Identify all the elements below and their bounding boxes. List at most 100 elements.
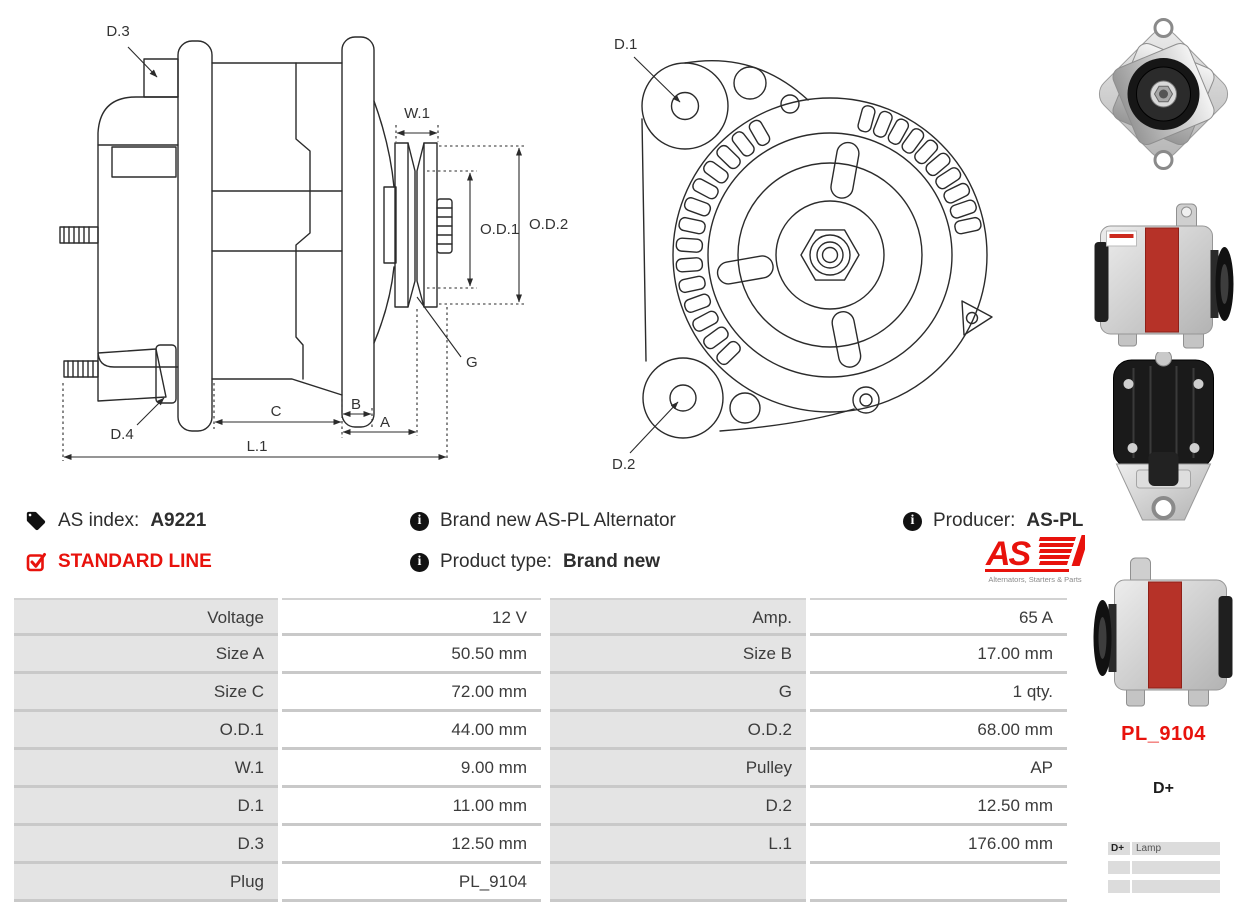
spec-value-cell: 176.00 mm	[810, 826, 1067, 864]
spec-value-cell: PL_9104	[282, 864, 541, 902]
plug-code: PL_9104	[1121, 723, 1206, 745]
checkbox-checked-icon	[26, 553, 46, 572]
spec-row: Voltage 12 V Amp. 65 A	[14, 598, 1067, 636]
stator-band-red	[1145, 227, 1179, 333]
stator-band-red	[1148, 581, 1182, 689]
spec-table: Voltage 12 V Amp. 65 A Size A 50.50 mm S…	[14, 598, 1067, 902]
dim-label-w1: W.1	[404, 105, 430, 122]
terminal-legend-table: D+ Lamp	[1108, 842, 1222, 899]
spec-row: O.D.1 44.00 mm O.D.2 68.00 mm	[14, 712, 1067, 750]
spec-label-cell: O.D.2	[550, 712, 806, 750]
dim-label-d1: D.1	[614, 36, 637, 53]
producer-label: Producer:	[933, 510, 1016, 531]
dim-label-l1: L.1	[247, 438, 268, 455]
info-icon: i	[410, 511, 429, 531]
mount-ear-right	[852, 300, 993, 414]
rear-connector	[1148, 452, 1179, 486]
legend-terminal-cell	[1108, 861, 1130, 874]
spec-label-cell: Size B	[550, 636, 806, 674]
logo-stripes	[1038, 535, 1090, 566]
spec-value-cell: 72.00 mm	[282, 674, 541, 712]
legend-terminal-cell: D+	[1108, 842, 1130, 855]
spec-value-cell: 12.50 mm	[810, 788, 1067, 826]
spec-value-cell	[810, 864, 1067, 902]
front-flange	[177, 40, 213, 432]
as-index-label: AS index:	[58, 510, 140, 531]
as-index-row: AS index: A9221	[25, 510, 206, 532]
legend-terminal-cell	[1108, 880, 1130, 893]
spec-label-cell: G	[550, 674, 806, 712]
hub	[775, 200, 885, 310]
spokes	[716, 141, 862, 368]
spec-label-cell: Pulley	[550, 750, 806, 788]
product-type-value: Brand new	[562, 551, 661, 572]
spec-label-cell: Amp.	[550, 598, 806, 636]
product-photo-rear	[1085, 349, 1242, 549]
spec-label-cell: O.D.1	[14, 712, 278, 750]
tag-icon	[26, 511, 46, 531]
spec-value-cell: 65 A	[810, 598, 1067, 636]
logo-tagline: Alternators, Starters & Parts	[988, 575, 1082, 584]
spec-value-cell: 12.50 mm	[282, 826, 541, 864]
dim-label-a: A	[380, 414, 390, 431]
legend-row	[1108, 880, 1222, 893]
spec-value-cell: 68.00 mm	[810, 712, 1067, 750]
legend-desc-cell	[1132, 861, 1220, 874]
spec-label-cell: D.1	[14, 788, 278, 826]
dim-label-g: G	[466, 354, 478, 371]
spec-label-cell: Size C	[14, 674, 278, 712]
spec-value-cell: AP	[810, 750, 1067, 788]
spec-label-cell	[550, 864, 806, 902]
as-index-value: A9221	[150, 510, 207, 531]
legend-row: D+ Lamp	[1108, 842, 1222, 855]
spec-row: Size C 72.00 mm G 1 qty.	[14, 674, 1067, 712]
spec-label-cell: Size A	[14, 636, 278, 674]
spec-row: D.3 12.50 mm L.1 176.00 mm	[14, 826, 1067, 864]
dim-label-d3: D.3	[106, 23, 129, 40]
spec-label-cell: Voltage	[14, 598, 278, 636]
spec-label-cell: D.2	[550, 788, 806, 826]
info-icon: i	[903, 511, 922, 531]
d4-plug	[97, 348, 167, 402]
rear-flange	[341, 36, 375, 428]
front-view-technical-drawing: D.1 D.2	[612, 36, 993, 473]
product-photo-side-right	[1085, 200, 1242, 355]
spec-value-cell: 1 qty.	[810, 674, 1067, 712]
d3-ear	[143, 58, 179, 98]
standard-line-row: STANDARD LINE	[25, 551, 212, 573]
producer-value: AS-PL	[1026, 510, 1084, 531]
spec-label-cell: D.3	[14, 826, 278, 864]
spec-value-cell: 50.50 mm	[282, 636, 541, 674]
spec-value-cell: 17.00 mm	[810, 636, 1067, 674]
side-view-technical-drawing: W.1 O.D.1 O.D.2 G D.3 D.4 C B A L.1	[59, 23, 568, 461]
spec-row: W.1 9.00 mm Pulley AP	[14, 750, 1067, 788]
dim-label-d2: D.2	[612, 456, 635, 473]
dim-label-od2: O.D.2	[529, 216, 568, 233]
spec-row: D.1 11.00 mm D.2 12.50 mm	[14, 788, 1067, 826]
stator-ring	[672, 97, 988, 413]
spec-value-cell: 12 V	[282, 598, 541, 636]
spec-label-cell: Plug	[14, 864, 278, 902]
info-icon: i	[410, 552, 429, 572]
standard-line-label: STANDARD LINE	[58, 551, 212, 572]
product-type-label: Product type:	[440, 551, 552, 572]
product-photo-front	[1085, 6, 1242, 201]
spec-label-cell: L.1	[550, 826, 806, 864]
vent-slots	[675, 105, 982, 368]
spec-row: Plug PL_9104	[14, 864, 1067, 902]
spec-value-cell: 44.00 mm	[282, 712, 541, 750]
mount-ear-top-left	[641, 62, 800, 150]
logo-text: AS	[985, 535, 1032, 573]
spec-row: Size A 50.50 mm Size B 17.00 mm	[14, 636, 1067, 674]
dim-label-od1: O.D.1	[480, 221, 519, 238]
brand-new-text: Brand new AS-PL Alternator	[440, 510, 676, 531]
spec-value-cell: 9.00 mm	[282, 750, 541, 788]
spec-label-cell: W.1	[14, 750, 278, 788]
brand-new-row: i Brand new AS-PL Alternator	[410, 510, 676, 532]
mount-ear-bottom-left	[642, 357, 761, 439]
pulley	[394, 142, 438, 308]
dim-label-d4: D.4	[110, 426, 133, 443]
terminal-label: D+	[1153, 780, 1174, 797]
shaft-nut	[800, 229, 860, 281]
dim-label-b: B	[351, 396, 361, 413]
